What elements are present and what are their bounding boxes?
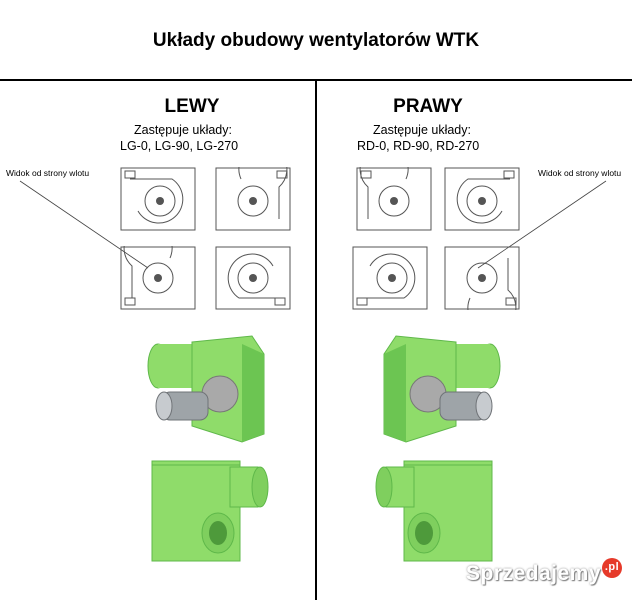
right-fan-inlet-side-image <box>375 460 493 562</box>
left-view-label: Widok od strony wlotu <box>6 168 90 178</box>
left-panel-title: LEWY <box>164 96 220 117</box>
panel-divider <box>315 80 317 600</box>
right-housing-diagram-top-right <box>444 167 520 231</box>
watermark-badge: .pl <box>602 558 622 578</box>
left-replaces-label: Zastępuje układy: <box>134 123 232 137</box>
left-housing-diagram-top-right <box>215 167 291 231</box>
right-housing-diagram-bottom-left <box>352 246 428 310</box>
left-housing-diagram-top-left <box>120 167 196 231</box>
watermark-logo: Sprzedajemy.pl <box>466 558 622 586</box>
right-fan-motor-side-image <box>383 335 501 443</box>
left-housing-diagram-bottom-right <box>215 246 291 310</box>
right-housing-diagram-bottom-right <box>444 246 520 310</box>
right-view-label: Widok od strony wlotu <box>538 168 622 178</box>
left-fan-motor-side-image <box>147 335 265 443</box>
right-codes: RD-0, RD-90, RD-270 <box>357 139 480 153</box>
left-housing-diagram-bottom-left <box>120 246 196 310</box>
page-title: Układy obudowy wentylatorów WTK <box>152 30 480 51</box>
watermark-text: Sprzedajemy <box>465 562 601 585</box>
right-housing-diagram-top-left <box>356 167 432 231</box>
left-fan-inlet-side-image <box>151 460 269 562</box>
right-panel-title: PRAWY <box>393 96 463 117</box>
right-replaces-label: Zastępuje układy: <box>373 123 471 137</box>
left-codes: LG-0, LG-90, LG-270 <box>120 139 239 153</box>
